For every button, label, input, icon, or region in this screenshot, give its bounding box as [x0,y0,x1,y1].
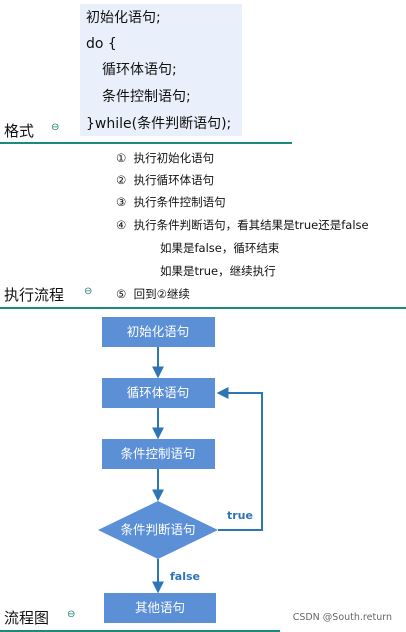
code-line-while: }while(条件判断语句); [86,116,232,132]
code-line-init: 初始化语句; [86,10,161,26]
collapse-circle-icon[interactable]: ⊖ [84,286,93,297]
section-divider-format [0,142,292,144]
code-line-control: 条件控制语句; [102,89,191,105]
watermark: CSDN @South.return [292,612,392,623]
code-block: 初始化语句; do { 循环体语句; 条件控制语句; }while(条件判断语句… [80,4,242,136]
node-init-label: 初始化语句 [127,324,190,339]
section-divider-diagram [0,630,280,632]
node-condition-label: 条件判断语句 [120,522,195,537]
flow-step-3: ③ 执行条件控制语句 [116,195,226,209]
flow-step-4: ④ 执行条件判断语句，看其结果是true还是false [116,218,369,232]
section-label-diagram: 流程图 [4,609,50,627]
node-other-label: 其他语句 [135,600,185,615]
code-line-body: 循环体语句; [102,62,177,78]
collapse-circle-icon[interactable]: ⊖ [67,609,76,620]
code-line-do: do { [86,36,117,52]
node-control-label: 条件控制语句 [120,446,195,461]
section-label-format: 格式 [4,122,35,140]
node-other: 其他语句 [104,593,216,623]
flow-step-2: ② 执行循环体语句 [116,173,215,187]
node-init: 初始化语句 [102,317,215,347]
section-label-flow: 执行流程 [4,286,65,304]
collapse-circle-icon[interactable]: ⊖ [51,122,60,133]
flow-step-1: ① 执行初始化语句 [116,151,215,165]
edge-false-label: false [170,570,200,583]
edge-condition-true-loop [216,387,263,531]
node-control: 条件控制语句 [102,439,215,469]
flow-step-4-true: 如果是true，继续执行 [160,264,276,278]
node-body: 循环体语句 [102,378,215,408]
node-body-label: 循环体语句 [127,385,190,400]
flow-step-4-false: 如果是false，循环结束 [160,241,280,255]
flow-step-5: ⑤ 回到②继续 [116,287,190,301]
node-condition: 条件判断语句 [98,501,218,559]
section-divider-flow [0,307,406,309]
edge-true-label: true [227,509,253,522]
